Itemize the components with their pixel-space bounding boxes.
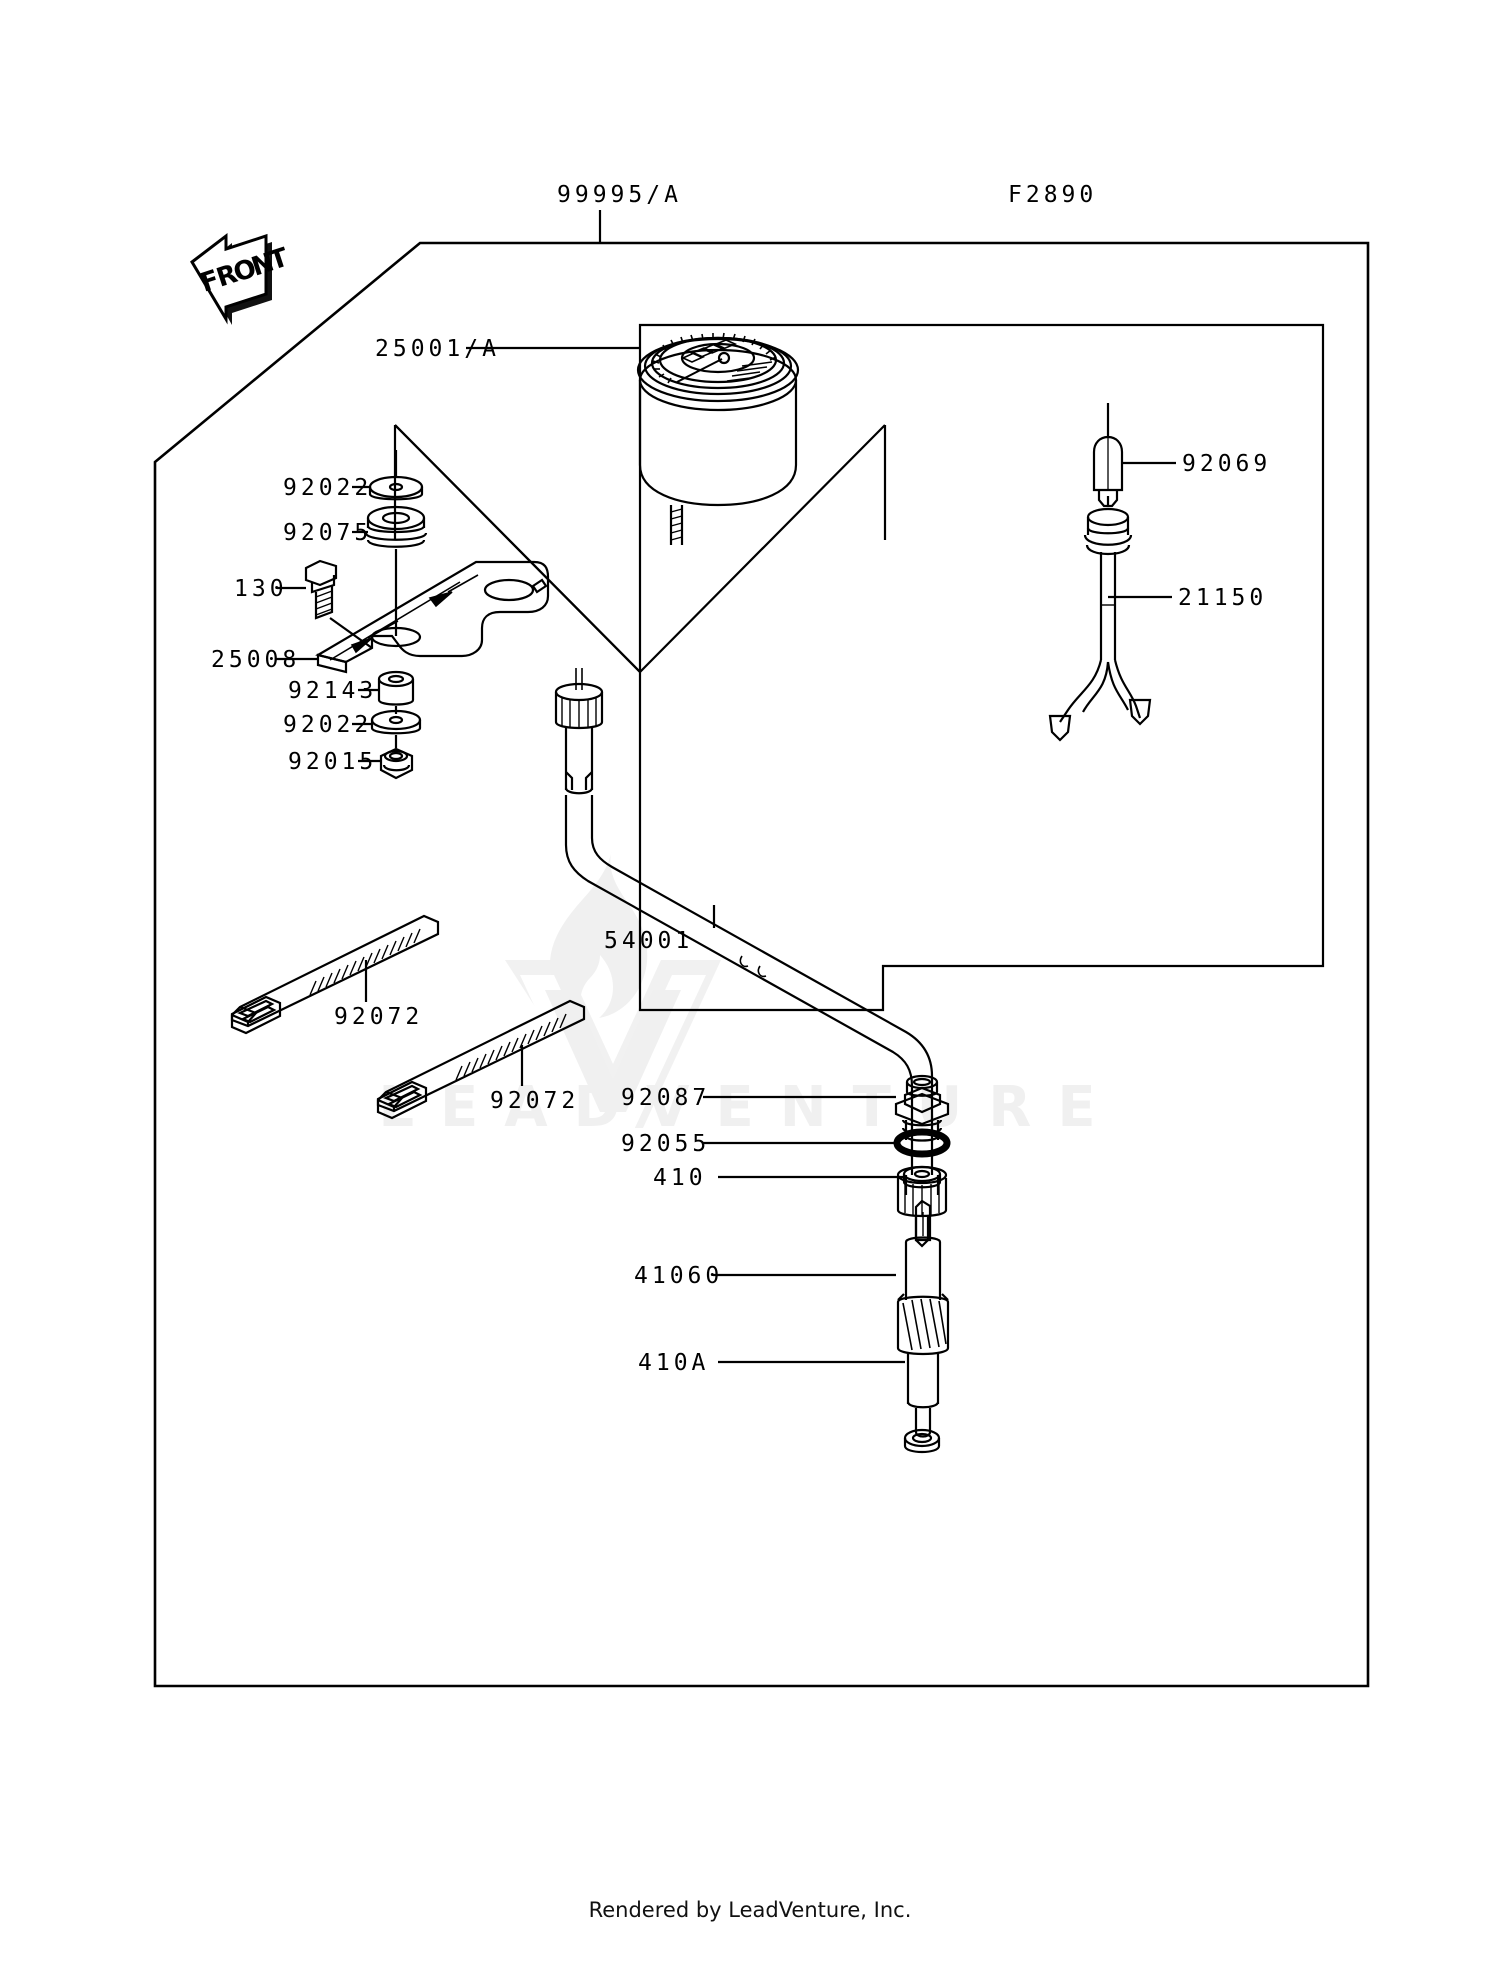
watermark-text: LEADVENTURE (378, 1075, 1122, 1140)
label-41060: 41060 (634, 1263, 724, 1289)
label-92072-upper: 92072 (334, 1004, 424, 1030)
label-410: 410 (653, 1165, 707, 1191)
speedometer-part (636, 332, 800, 545)
label-130: 130 (234, 576, 288, 602)
bracket-diagonal (394, 424, 641, 673)
label-92015: 92015 (288, 749, 378, 775)
footer-attribution: Rendered by LeadVenture, Inc. (588, 1898, 912, 1922)
label-92143: 92143 (288, 678, 378, 704)
label-assembly-code: 99995/A (557, 182, 682, 208)
label-92075: 92075 (283, 520, 373, 546)
label-21150: 21150 (1178, 585, 1268, 611)
label-25008: 25008 (211, 647, 301, 673)
damper-part (364, 505, 428, 548)
label-92022-lower: 92022 (283, 712, 373, 738)
label-92022-upper: 92022 (283, 475, 373, 501)
label-54001: 54001 (604, 928, 694, 954)
label-92055: 92055 (621, 1131, 711, 1157)
washer-lower-part (370, 709, 422, 735)
label-92072-lower: 92072 (490, 1088, 580, 1114)
pinion-gear-part (896, 1199, 950, 1438)
washer-410-part (902, 1165, 942, 1189)
nut-part (379, 747, 414, 780)
label-92069: 92069 (1182, 451, 1272, 477)
cable-tie-lower-part (376, 999, 586, 1120)
bolt-part (304, 559, 338, 620)
outer-frame (153, 241, 1370, 1688)
bulb-part (1092, 435, 1124, 508)
label-25001: 25001/A (375, 336, 500, 362)
cable-tie-upper-part (230, 914, 440, 1035)
label-92087: 92087 (621, 1085, 711, 1111)
inner-assembly-box (638, 323, 1325, 1012)
collar-part (377, 670, 415, 706)
speedometer-cable-part (554, 668, 948, 1248)
label-diagram-code: F2890 (1008, 182, 1098, 208)
bracket-part (315, 560, 550, 674)
bracket-wing-right (639, 424, 887, 673)
washer-410a-part (903, 1428, 941, 1454)
label-410a: 410A (638, 1350, 710, 1376)
wiring-lead-part (1048, 507, 1152, 742)
